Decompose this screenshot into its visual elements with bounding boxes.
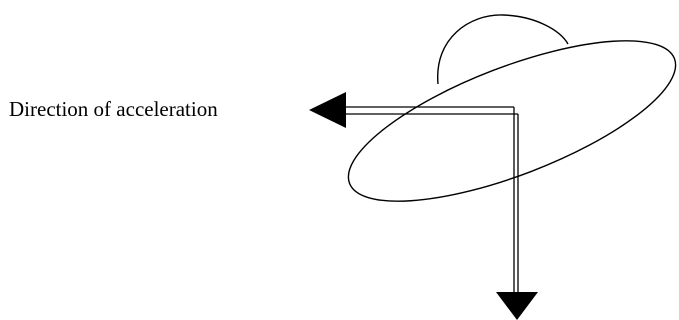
left-arrowhead bbox=[309, 92, 346, 128]
direction-of-acceleration-label: Direction of acceleration bbox=[9, 97, 218, 121]
saucer-body bbox=[347, 40, 677, 202]
saucer-dome bbox=[437, 14, 569, 85]
down-arrowhead bbox=[496, 292, 538, 320]
